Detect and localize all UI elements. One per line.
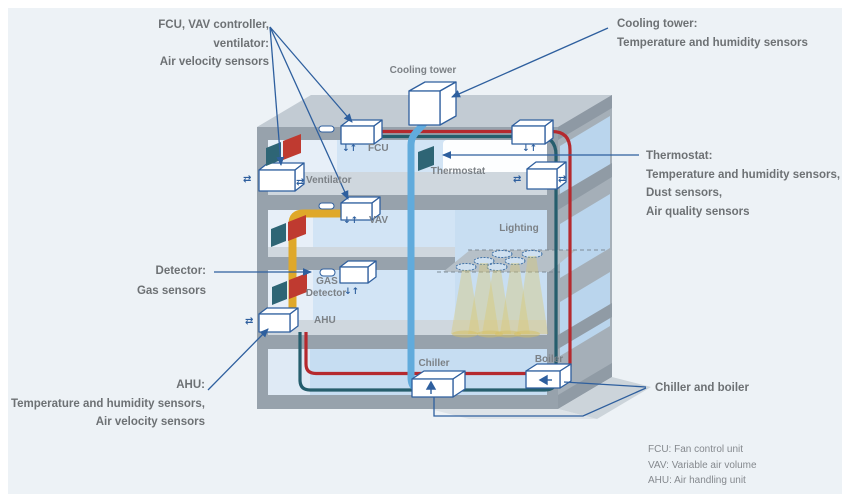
boiler-arrow-icon bbox=[538, 374, 548, 386]
callout-line: Cooling tower: bbox=[617, 18, 698, 30]
lighting-label: Lighting bbox=[499, 223, 539, 234]
cooling-tower-box bbox=[408, 81, 457, 126]
ahu-box bbox=[258, 307, 299, 333]
vent-red-f2 bbox=[288, 215, 306, 241]
thermostat-label: Thermostat bbox=[430, 166, 486, 177]
lighting-platform bbox=[437, 249, 605, 338]
fcu-right-box bbox=[511, 119, 554, 145]
airflow-icon: ↓↑ bbox=[342, 144, 358, 154]
light-cones bbox=[451, 256, 548, 334]
callout-line: Air velocity sensors bbox=[95, 416, 205, 428]
vent-teal-f3 bbox=[272, 281, 287, 305]
abbreviation-legend: FCU: Fan control unit VAV: Variable air … bbox=[648, 442, 757, 489]
devices bbox=[258, 81, 572, 398]
callout-line: ventilator: bbox=[213, 37, 269, 50]
airflow-icon: ↓↑ bbox=[344, 287, 360, 297]
air-exchange-icon: ⇄ bbox=[296, 177, 305, 188]
callout-line: Thermostat: bbox=[646, 150, 713, 162]
ground-apron bbox=[558, 377, 651, 419]
callout-chiller-boiler: Chiller and boiler bbox=[655, 379, 749, 398]
gas-label-line1: GAS bbox=[316, 276, 338, 287]
boiler-box bbox=[525, 363, 572, 389]
ceiling-lights bbox=[455, 250, 543, 271]
vent-red-f1 bbox=[283, 134, 301, 160]
callout-ahu: AHU: Temperature and humidity sensors, A… bbox=[0, 376, 205, 432]
air-exchange-icon: ⇄ bbox=[558, 174, 567, 185]
line-from-boiler bbox=[563, 381, 647, 388]
callout-fcu-group: FCU, VAV controller, ventilator: Air vel… bbox=[69, 16, 269, 72]
vav-box bbox=[340, 196, 381, 221]
line-to-ventilator bbox=[269, 26, 285, 167]
thermostat-unit bbox=[418, 146, 434, 171]
callout-detector: Detector: Gas sensors bbox=[106, 262, 206, 301]
vav-label: VAV bbox=[369, 215, 389, 226]
chiller-arrow-icon bbox=[425, 380, 437, 390]
legend-item: AHU: Air handling unit bbox=[648, 475, 746, 486]
callout-line: Dust sensors, bbox=[646, 187, 723, 199]
line-to-fcu bbox=[269, 26, 353, 123]
air-exchange-icon: ⇄ bbox=[513, 174, 522, 185]
ventilator-box bbox=[258, 162, 305, 192]
gas-detector-unit bbox=[319, 268, 336, 277]
callout-line: Temperature and humidity sensors, bbox=[10, 397, 205, 410]
line-to-vav bbox=[269, 26, 349, 200]
airflow-icon: ↓↑ bbox=[522, 144, 538, 154]
fcu-label: FCU bbox=[368, 143, 389, 154]
flow-arrows bbox=[425, 374, 552, 394]
callout-line: Temperature and humidity sensors bbox=[617, 36, 808, 49]
red-supply-pipe bbox=[304, 332, 532, 376]
airflow-icon: ↓↑ bbox=[343, 216, 359, 226]
ventilator-right-box bbox=[526, 161, 567, 190]
legend-item: FCU: Fan control unit bbox=[648, 444, 744, 455]
callout-cooling-tower: Cooling tower: Temperature and humidity … bbox=[617, 15, 808, 52]
callout-line: AHU: bbox=[176, 379, 205, 391]
wall-vents bbox=[266, 134, 434, 305]
callout-line: Air velocity sensors bbox=[159, 56, 269, 68]
air-exchange-icon: ⇄ bbox=[245, 316, 254, 327]
chiller-box bbox=[411, 370, 466, 398]
callout-line: Gas sensors bbox=[136, 284, 206, 297]
fcu-box bbox=[340, 119, 383, 145]
line-to-ahu bbox=[207, 328, 269, 391]
ventilator-label: Ventilator bbox=[306, 175, 352, 186]
callout-line: Temperature and humidity sensors, bbox=[646, 168, 841, 181]
boiler-label: Boiler bbox=[534, 354, 564, 365]
callout-thermostat: Thermostat: Temperature and humidity sen… bbox=[646, 147, 840, 221]
ahu-label: AHU bbox=[314, 315, 336, 326]
callout-line: Air quality sensors bbox=[646, 205, 750, 218]
air-exchange-icon: ⇄ bbox=[243, 174, 252, 185]
gas-label-line2: Detector bbox=[305, 288, 347, 299]
light-pools bbox=[452, 330, 540, 338]
vent-red-f3 bbox=[289, 273, 307, 299]
callout-line: Chiller and boiler bbox=[655, 382, 749, 394]
cooling-tower-label: Cooling tower bbox=[389, 65, 457, 76]
line-to-cooling-tower bbox=[451, 27, 609, 98]
callout-line: Detector: bbox=[155, 265, 206, 277]
ceiling-sensors bbox=[318, 125, 336, 277]
line-from-chiller bbox=[433, 387, 647, 417]
callout-line: FCU, VAV controller, bbox=[158, 19, 269, 31]
floor3-terminal-box bbox=[339, 260, 377, 284]
annotation-lines bbox=[207, 26, 647, 417]
chiller-label: Chiller bbox=[418, 358, 450, 369]
legend-item: VAV: Variable air volume bbox=[648, 459, 757, 471]
vent-teal-f2 bbox=[271, 223, 286, 247]
